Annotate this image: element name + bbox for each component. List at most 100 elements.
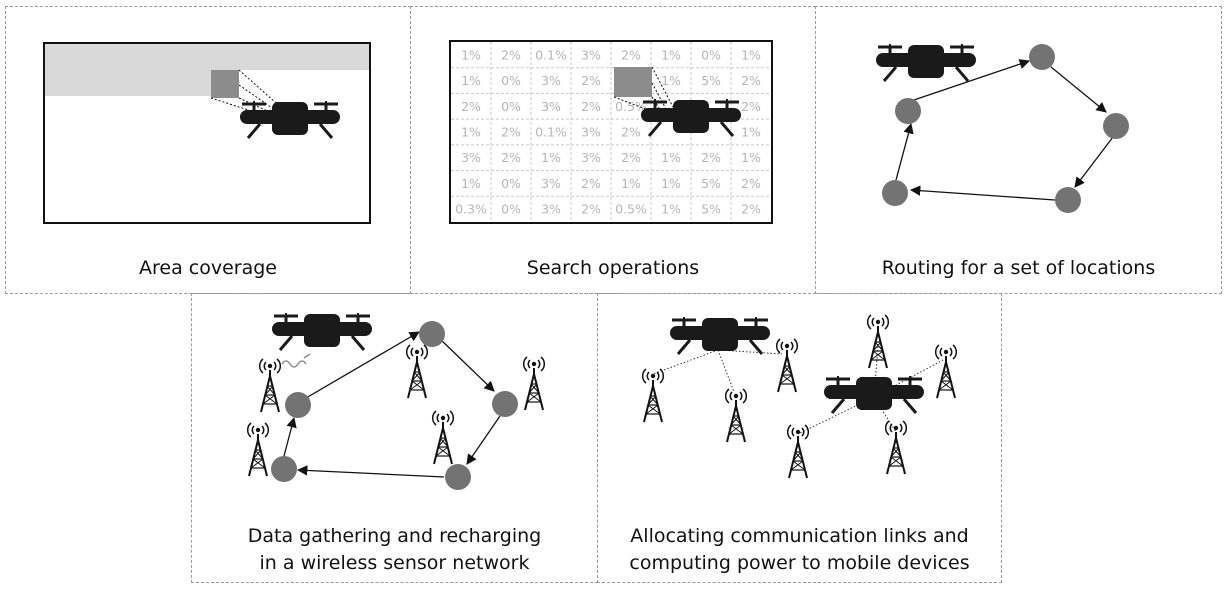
grid-cell-probability: 1% — [741, 125, 761, 140]
grid-cell-probability: 2% — [621, 47, 641, 62]
grid-cell-probability: 1% — [661, 47, 681, 62]
area-coverage-illustration — [43, 42, 371, 224]
grid-cell-probability: 2% — [501, 47, 521, 62]
location-node — [882, 180, 908, 206]
sensor-tower-icon — [522, 356, 546, 411]
grid-cell-probability: 0.5% — [615, 99, 647, 114]
caption-search-operations: Search operations — [526, 257, 700, 279]
sensor-node — [492, 391, 518, 417]
grid-cell-probability: 0.3% — [455, 202, 487, 217]
device-tower-icon — [641, 368, 665, 423]
caption-sensor-line2: in a wireless sensor network — [259, 552, 530, 574]
panel-allocating: Allocating communication links and compu… — [597, 293, 1002, 583]
grid-cell-probability: 5% — [701, 73, 721, 88]
panel-sensor-network: Data gathering and recharging in a wirel… — [191, 293, 598, 583]
grid-cell-probability: 3% — [461, 150, 481, 165]
grid-cell-probability: 3% — [581, 150, 601, 165]
drone-icon — [822, 374, 926, 415]
covered-strip-partial — [45, 70, 213, 96]
search-grid-values: 1% 2% 0.1% 3% 2% 1% 0% 1% 1% 0% 3% 2% 1% 5% 2% 2% 0% 3% 2%… — [455, 47, 761, 216]
device-tower-icon — [866, 314, 890, 369]
device-tower-icon — [724, 388, 748, 443]
caption-allocating-line1: Allocating communication links and — [630, 525, 969, 547]
location-node — [1103, 113, 1129, 139]
panel-area-coverage: Area coverage — [5, 6, 411, 294]
grid-cell-probability: 3% — [581, 125, 601, 140]
grid-cell-probability: 2% — [741, 202, 761, 217]
grid-cell-probability: 2% — [741, 73, 761, 88]
location-node — [1055, 187, 1081, 213]
grid-cell-probability: 1% — [661, 150, 681, 165]
grid-cell-probability: 2% — [701, 150, 721, 165]
caption-routing: Routing for a set of locations — [881, 257, 1156, 279]
drone-icon — [874, 42, 978, 83]
drone-icon — [668, 315, 772, 356]
grid-cell-probability: 1% — [741, 47, 761, 62]
grid-cell-probability: 1% — [461, 73, 481, 88]
allocation-illustration — [641, 314, 958, 479]
grid-cell-probability: 2% — [581, 202, 601, 217]
grid-cell-probability: 0% — [501, 73, 521, 88]
grid-cell-probability: 5% — [701, 176, 721, 191]
grid-cell-probability: 1% — [461, 125, 481, 140]
grid-cell-probability: 0.1% — [535, 125, 567, 140]
grid-cell-probability: 1% — [661, 202, 681, 217]
grid-cell-probability: 2% — [741, 176, 761, 191]
caption-sensor-line1: Data gathering and recharging — [247, 525, 542, 547]
grid-cell-probability: 3% — [541, 73, 561, 88]
grid-cell-probability: 1% — [661, 176, 681, 191]
sensor-node — [445, 464, 471, 490]
current-search-cell — [614, 67, 652, 97]
location-node — [1029, 44, 1055, 70]
current-scan-cell — [211, 70, 239, 98]
sensor-node — [419, 321, 445, 347]
covered-strip — [45, 44, 369, 70]
grid-cell-probability: 3% — [541, 202, 561, 217]
grid-cell-probability: 5% — [701, 202, 721, 217]
grid-cell-probability: 2% — [741, 99, 761, 114]
caption-area-coverage: Area coverage — [139, 257, 277, 279]
sensor-tower-icon — [405, 344, 429, 399]
grid-cell-probability: 1% — [661, 73, 681, 88]
grid-cell-probability: 2% — [621, 150, 641, 165]
routing-illustration — [874, 42, 1129, 213]
caption-allocating-line2: computing power to mobile devices — [629, 552, 970, 574]
device-tower-icon — [775, 338, 799, 393]
grid-cell-probability: 1% — [541, 150, 561, 165]
device-tower-icon — [786, 424, 810, 479]
grid-cell-probability: 3% — [581, 47, 601, 62]
drone-icon — [270, 311, 374, 352]
sensor-tower-icon — [246, 422, 270, 477]
search-grid-illustration: 1% 2% 0.1% 3% 2% 1% 0% 1% 1% 0% 3% 2% 1% 5% 2% 2% 0% 3% 2%… — [449, 40, 773, 224]
sensor-tower-icon — [431, 410, 455, 465]
panel-routing: Routing for a set of locations — [815, 6, 1222, 294]
grid-cell-probability: 2% — [461, 99, 481, 114]
device-tower-icon — [884, 420, 908, 475]
sensor-tower-icon — [258, 358, 282, 413]
grid-cell-probability: 1% — [461, 176, 481, 191]
grid-cell-probability: 1% — [621, 176, 641, 191]
location-node — [895, 98, 921, 124]
recharge-signal-icon — [281, 360, 307, 368]
grid-cell-probability: 2% — [581, 73, 601, 88]
grid-cell-probability: 2% — [501, 125, 521, 140]
panel-search-operations: 1% 2% 0.1% 3% 2% 1% 0% 1% 1% 0% 3% 2% 1% 5% 2% 2% 0% 3% 2%… — [410, 6, 816, 294]
sensor-network-illustration — [246, 311, 546, 490]
device-tower-icon — [934, 344, 958, 399]
grid-cell-probability: 2% — [501, 150, 521, 165]
grid-cell-probability: 3% — [541, 99, 561, 114]
grid-cell-probability: 2% — [581, 99, 601, 114]
grid-cell-probability: 0.1% — [535, 47, 567, 62]
grid-cell-probability: 2% — [581, 176, 601, 191]
grid-cell-probability: 1% — [741, 150, 761, 165]
grid-cell-probability: 0% — [501, 99, 521, 114]
grid-cell-probability: 3% — [541, 176, 561, 191]
grid-cell-probability: 1% — [461, 47, 481, 62]
grid-cell-probability: 2% — [621, 125, 641, 140]
grid-cell-probability: 0.5% — [615, 202, 647, 217]
grid-cell-probability: 0% — [501, 202, 521, 217]
grid-cell-probability: 0% — [501, 176, 521, 191]
sensor-node — [285, 392, 311, 418]
sensor-node — [271, 456, 297, 482]
grid-cell-probability: 0% — [701, 47, 721, 62]
